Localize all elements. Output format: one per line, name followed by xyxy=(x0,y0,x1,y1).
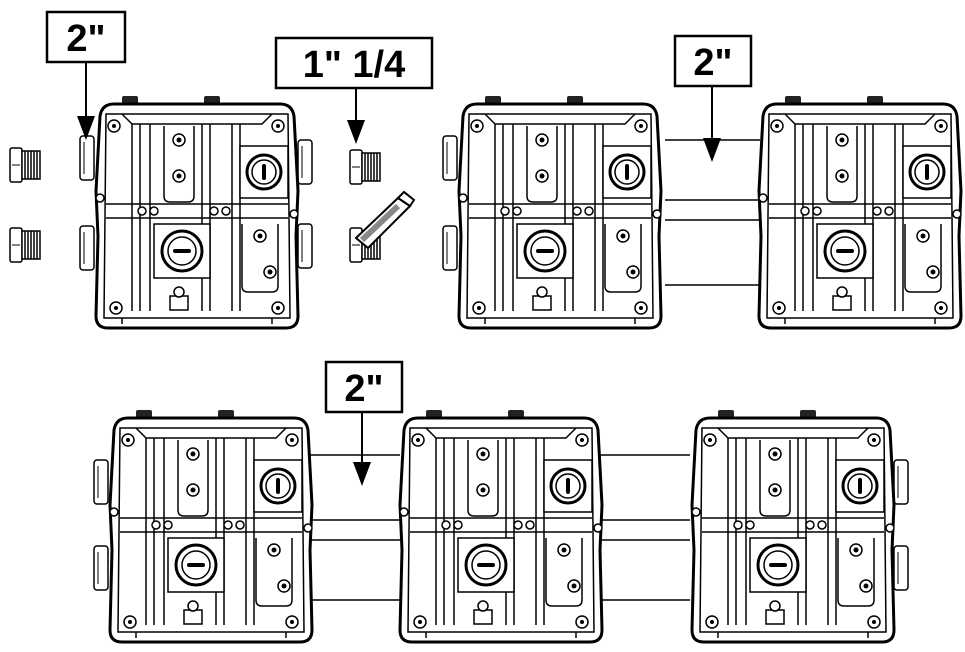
pump-module-trio-left xyxy=(93,408,314,644)
label-top-middle-text: 1" 1/4 xyxy=(303,44,406,86)
fitting-left-lower xyxy=(9,227,41,263)
connecting-pipes-bottom xyxy=(310,454,690,601)
arrow-top-right xyxy=(703,86,721,162)
pump-module-trio-right xyxy=(690,408,909,644)
pump-module-pair-left xyxy=(442,94,663,330)
label-box-top-middle: 1" 1/4 xyxy=(274,36,434,90)
label-box-bottom: 2" xyxy=(324,360,404,414)
fitting-left-upper xyxy=(9,147,41,183)
label-box-top-left: 2" xyxy=(45,10,127,64)
label-box-top-right: 2" xyxy=(673,34,753,88)
pump-module-pair-right xyxy=(757,94,963,330)
connecting-pipes-top xyxy=(665,139,760,286)
fitting-right-upper xyxy=(349,149,381,185)
label-top-right-text: 2" xyxy=(693,42,732,84)
pump-module-trio-middle xyxy=(398,408,604,644)
arrow-bottom xyxy=(353,412,371,486)
pump-module-single xyxy=(79,94,313,330)
label-top-left-text: 2" xyxy=(66,18,105,60)
arrow-top-left xyxy=(77,62,95,140)
arrow-top-middle xyxy=(347,88,365,144)
wrench-icon xyxy=(354,190,416,250)
label-bottom-text: 2" xyxy=(344,368,383,410)
